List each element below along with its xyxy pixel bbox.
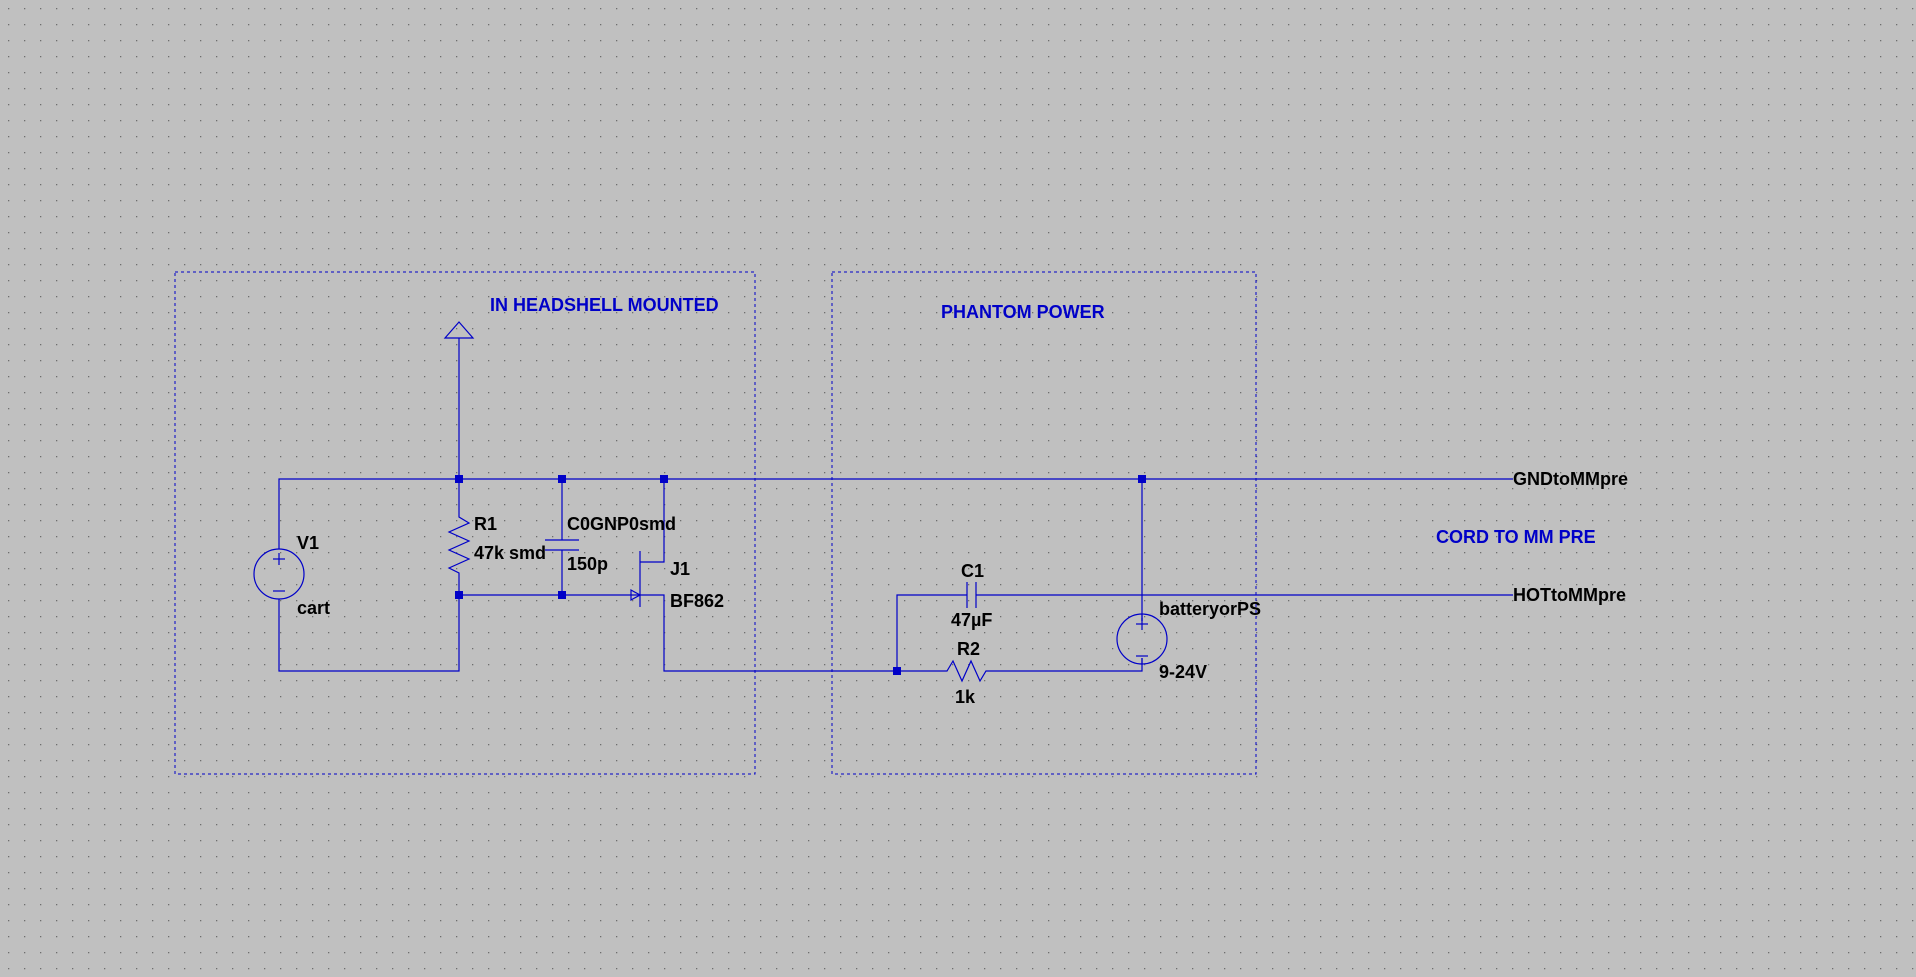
v1-source-symbol[interactable] — [253, 543, 305, 606]
j1-value[interactable]: BF862 — [670, 591, 724, 611]
j1-drain-wire[interactable] — [640, 479, 665, 563]
r1-value[interactable]: 47k smd — [474, 543, 546, 563]
j1-name[interactable]: J1 — [670, 559, 690, 579]
c0-capacitor-icon[interactable] — [545, 539, 579, 551]
phantom-power-region — [831, 271, 1257, 775]
v1-return-wire[interactable] — [278, 595, 460, 672]
battery-source-symbol[interactable] — [1116, 613, 1168, 665]
phantom-power-comment[interactable]: PHANTOM POWER — [941, 302, 1105, 322]
junction-dot — [455, 591, 463, 599]
hot-net-label[interactable]: HOTtoMMpre — [1513, 585, 1626, 605]
j1-source-wire[interactable] — [640, 594, 942, 672]
j1-jfet-icon[interactable] — [630, 551, 642, 607]
supply-arrow-icon[interactable] — [443, 321, 475, 339]
c1-left-wire[interactable] — [896, 594, 967, 671]
c1-name[interactable]: C1 — [961, 561, 984, 581]
c1-value[interactable]: 47µF — [951, 610, 992, 630]
r1-name[interactable]: R1 — [474, 514, 497, 534]
cord-comment[interactable]: CORD TO MM PRE — [1436, 527, 1596, 547]
c1-capacitor-icon[interactable] — [966, 582, 977, 608]
junction-dot — [558, 475, 566, 483]
r2-resistor-icon[interactable] — [942, 659, 990, 683]
headshell-comment[interactable]: IN HEADSHELL MOUNTED — [490, 295, 719, 315]
junctions — [455, 475, 1146, 675]
c0-name[interactable]: C0GNP0smd — [567, 514, 676, 534]
v1-name[interactable]: V1 — [297, 533, 319, 553]
battery-name[interactable]: batteryorPS — [1159, 599, 1261, 619]
junction-dot — [660, 475, 668, 483]
junction-dot — [558, 591, 566, 599]
junction-dot — [455, 475, 463, 483]
r1-resistor-icon[interactable] — [447, 512, 471, 595]
headshell-region — [174, 271, 756, 775]
v1-value[interactable]: cart — [297, 598, 330, 618]
battery-value[interactable]: 9-24V — [1159, 662, 1207, 682]
junction-dot — [893, 667, 901, 675]
gnd-net-label[interactable]: GNDtoMMpre — [1513, 469, 1628, 489]
gnd-rail-wire[interactable] — [278, 478, 1513, 543]
r2-name[interactable]: R2 — [957, 639, 980, 659]
c0-value[interactable]: 150p — [567, 554, 608, 574]
r2-value[interactable]: 1k — [955, 687, 976, 707]
junction-dot — [1138, 475, 1146, 483]
